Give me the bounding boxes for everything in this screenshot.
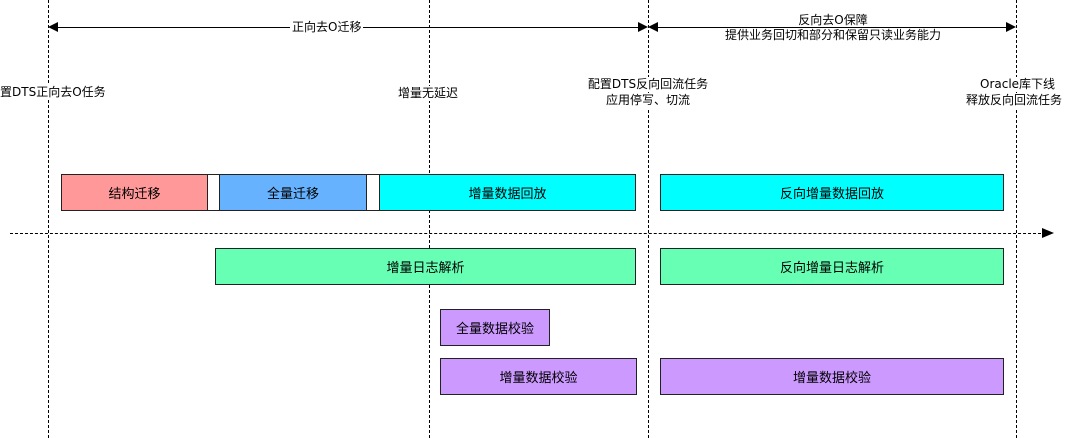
milestone-line-1 <box>48 0 49 438</box>
structure-migration-label: 结构迁移 <box>108 187 161 202</box>
forward-arrow-left <box>48 22 58 32</box>
reverse-incremental-verify-box: 增量数据校验 <box>660 358 1004 395</box>
full-migration-box: 全量迁移 <box>219 174 367 211</box>
incremental-log-parse-box: 增量日志解析 <box>215 248 636 285</box>
milestone-label-4b: 释放反向回流任务 <box>966 93 1063 108</box>
reverse-phase-title: 反向去O保障 <box>798 13 868 27</box>
milestone-line-4 <box>1016 0 1017 438</box>
structure-migration-box: 结构迁移 <box>61 174 208 211</box>
forward-arrow-right <box>638 22 648 32</box>
milestone-line-3 <box>648 0 649 438</box>
incremental-log-parse-label: 增量日志解析 <box>386 261 465 276</box>
reverse-arrow-right <box>1006 22 1016 32</box>
incremental-replay-label: 增量数据回放 <box>468 187 547 202</box>
milestone-line-2 <box>429 0 430 438</box>
forward-phase-label: 正向去O迁移 <box>290 20 364 35</box>
reverse-incremental-replay-box: 反向增量数据回放 <box>660 174 1004 211</box>
milestone-label-3b: 应用停写、切流 <box>578 93 718 108</box>
incremental-verify-label: 增量数据校验 <box>499 371 578 386</box>
incremental-replay-box: 增量数据回放 <box>379 174 636 211</box>
reverse-incremental-verify-label: 增量数据校验 <box>792 371 871 386</box>
milestone-label-3a: 配置DTS反向回流任务 <box>578 77 718 92</box>
milestone-label-1: 置DTS正向去O任务 <box>0 85 106 100</box>
reverse-log-parse-label: 反向增量日志解析 <box>779 261 884 276</box>
incremental-verify-box: 增量数据校验 <box>440 358 637 395</box>
reverse-log-parse-box: 反向增量日志解析 <box>660 248 1004 285</box>
full-migration-label: 全量迁移 <box>266 187 319 202</box>
time-axis-arrow <box>1042 228 1054 238</box>
reverse-incremental-replay-label: 反向增量数据回放 <box>779 187 884 202</box>
milestone-label-4a: Oracle库下线 <box>980 77 1056 92</box>
gap-box-2 <box>366 174 380 211</box>
full-verify-label: 全量数据校验 <box>455 322 534 337</box>
milestone-label-2: 增量无延迟 <box>398 86 459 101</box>
time-axis <box>10 233 1046 234</box>
reverse-span-line <box>655 27 1009 28</box>
reverse-phase-subtitle: 提供业务回切和部分和保留只读业务能力 <box>700 28 966 43</box>
full-verify-box: 全量数据校验 <box>440 309 550 346</box>
reverse-arrow-left <box>648 22 658 32</box>
